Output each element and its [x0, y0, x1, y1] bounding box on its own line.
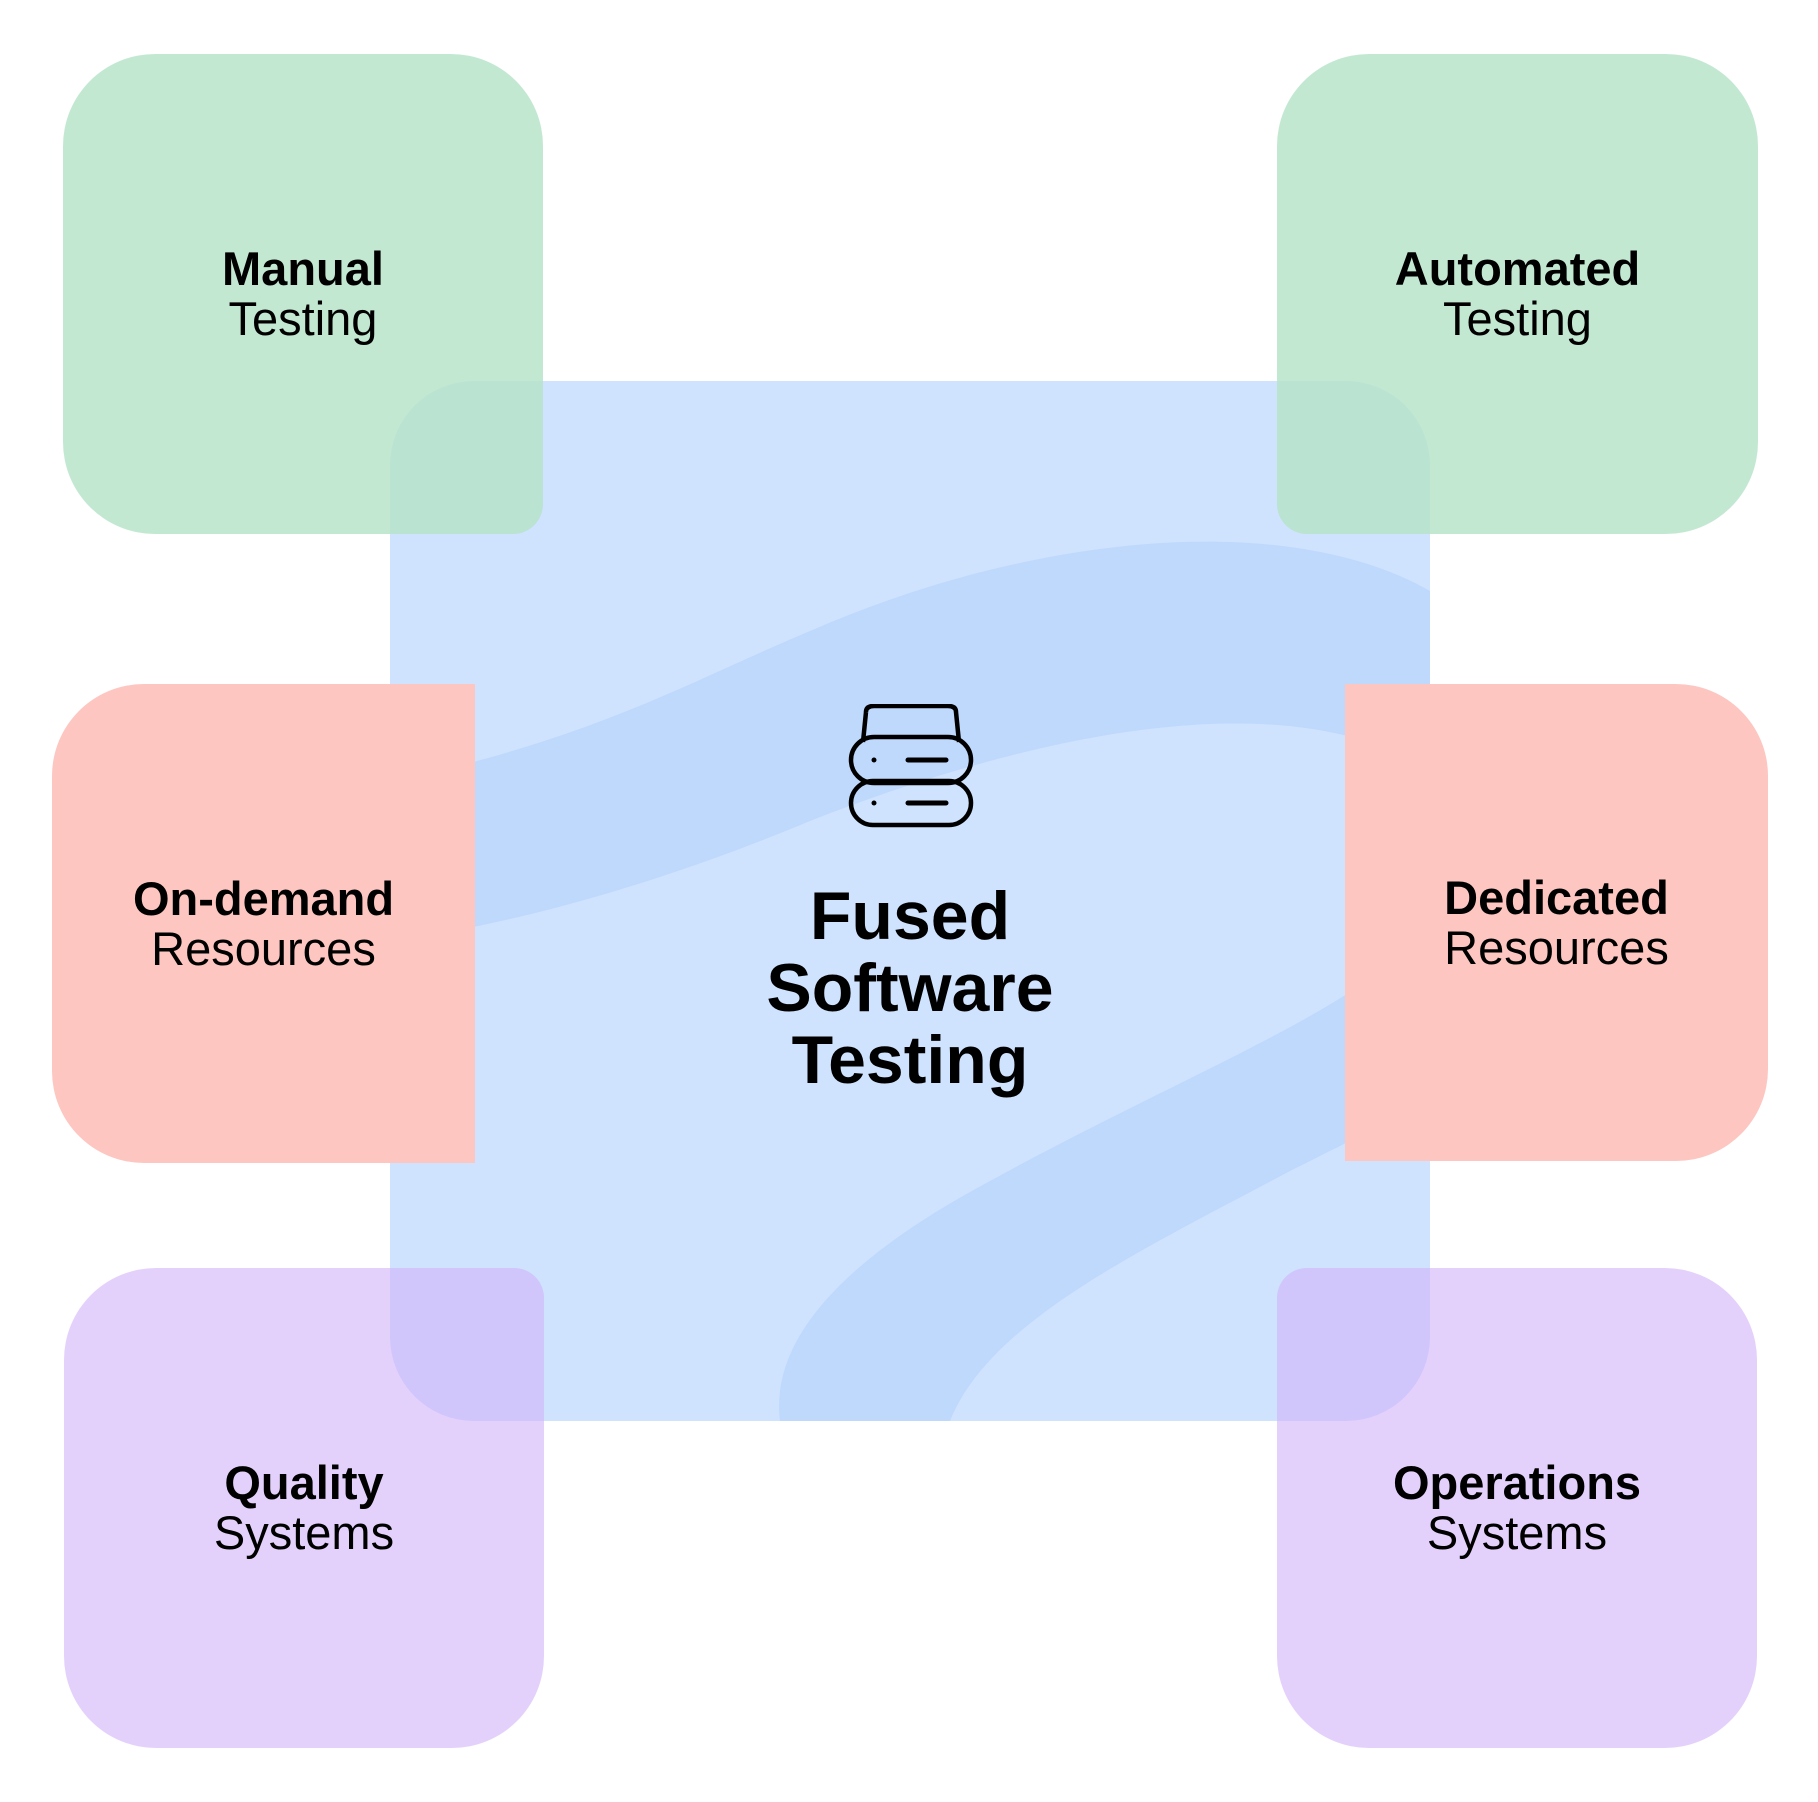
node-subtitle: Testing [1443, 292, 1592, 345]
center-title: Fused Software Testing [640, 880, 1180, 1096]
node-title: Dedicated [1444, 870, 1669, 924]
upper-wave-band [390, 541, 1430, 941]
node-title: Operations [1392, 1456, 1642, 1509]
node-on-demand-resources: On-demand Resources [52, 684, 475, 1163]
node-manual-testing: Manual Testing [63, 54, 543, 534]
node-operations-systems: Operations Systems [1277, 1268, 1757, 1748]
node-subtitle: Systems [1426, 1506, 1608, 1559]
node-dedicated-resources: Dedicated Resources [1345, 684, 1768, 1161]
background-waves [390, 541, 1430, 1421]
node-automated-testing: Automated Testing [1277, 54, 1758, 534]
node-title: Quality [224, 1456, 384, 1509]
node-subtitle: Systems [213, 1506, 395, 1559]
node-quality-systems: Quality Systems [64, 1268, 544, 1748]
node-title: On-demand [132, 871, 395, 925]
center-hub [390, 381, 1430, 1421]
center-title-line: Fused [809, 878, 1011, 954]
node-subtitle: Resources [151, 921, 376, 975]
node-title: Manual [222, 242, 384, 295]
center-title-line: Testing [791, 1022, 1029, 1098]
lower-wave-band [779, 921, 1430, 1421]
node-subtitle: Resources [1444, 920, 1669, 974]
node-subtitle: Testing [228, 292, 378, 345]
server-stack-icon [848, 704, 974, 828]
node-title: Automated [1394, 242, 1641, 295]
center-title-line: Software [766, 950, 1054, 1026]
